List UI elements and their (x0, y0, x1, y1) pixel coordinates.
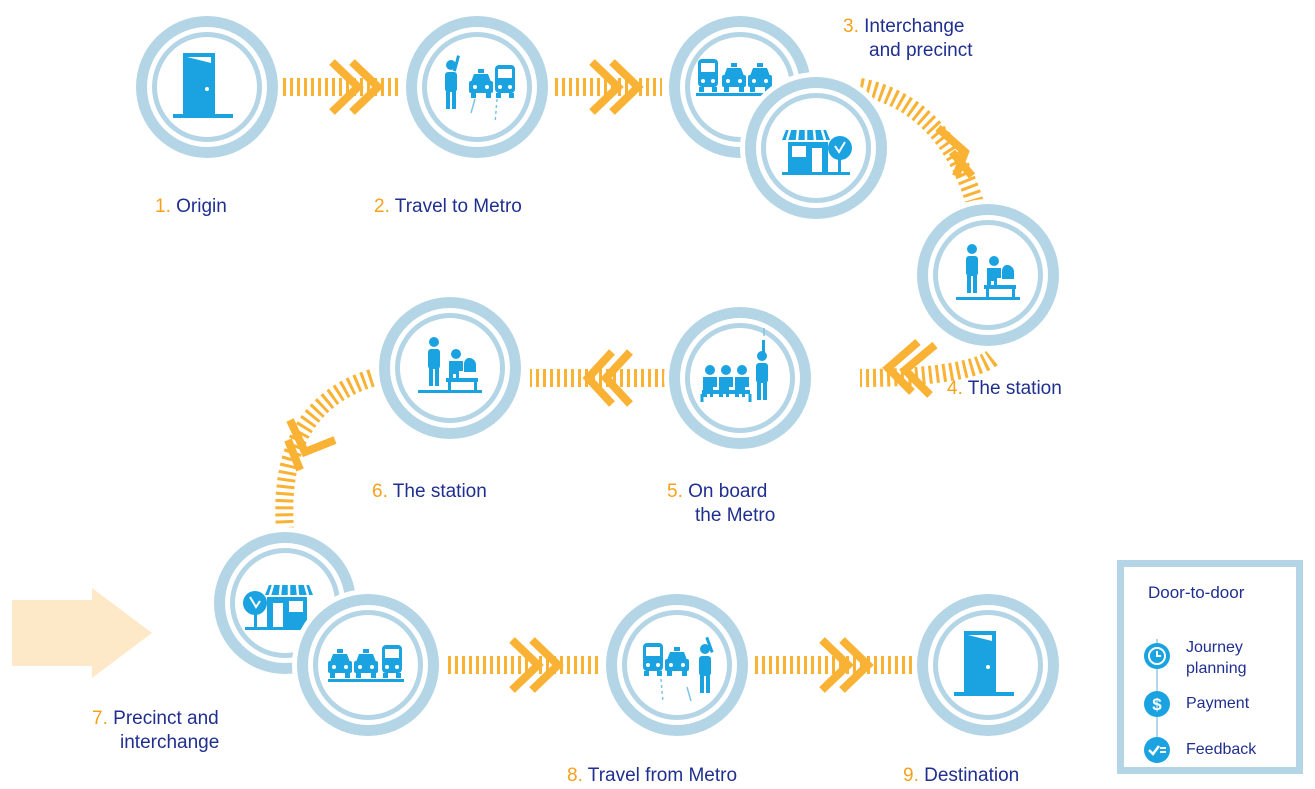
step-6-circle (374, 292, 526, 444)
clock-icon (1144, 643, 1170, 669)
entry-arrow (12, 588, 152, 678)
step-2-label: 2.Travel to Metro (374, 196, 522, 217)
step-2-circle (401, 11, 553, 163)
legend-title: Door-to-door (1148, 583, 1245, 602)
step-1-label: 1.Origin (155, 196, 227, 217)
legend-item-label: Payment (1186, 695, 1250, 712)
svg-text:$: $ (1152, 695, 1162, 714)
dollar-icon: $ (1144, 691, 1170, 717)
check-feedback-icon (1144, 737, 1170, 763)
step-5-circle (664, 302, 816, 454)
step-4-circle (912, 199, 1064, 351)
step-7-circle-front (292, 589, 444, 741)
step-3-circle-front (740, 72, 892, 224)
step-1-circle (131, 11, 283, 163)
step-8-circle (601, 589, 753, 741)
legend-item-label-2: planning (1186, 660, 1247, 677)
legend-item-label: Journey (1186, 639, 1243, 656)
connector-chevrons (284, 59, 976, 693)
step-8-label: 8.Travel from Metro (567, 765, 738, 786)
step-9-circle (912, 589, 1064, 741)
step-4-label: 4.The station (947, 378, 1062, 399)
legend-panel: Door-to-door Journey planning $ Payment F… (1117, 560, 1303, 774)
step-6-label: 6.The station (372, 481, 487, 502)
step-9-label: 9.Destination (903, 765, 1020, 786)
legend-item-label: Feedback (1186, 741, 1257, 758)
